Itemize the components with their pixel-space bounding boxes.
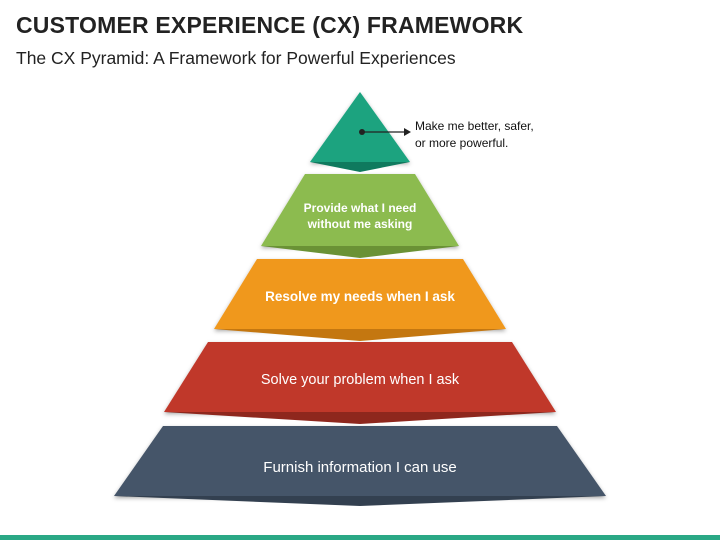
pyramid-level-4 (261, 174, 459, 258)
pyramid-level-3 (214, 259, 506, 341)
pyramid-level-5 (310, 92, 410, 172)
pyramid-level-2-label: Solve your problem when I ask (260, 372, 460, 388)
callout-arrow (359, 128, 411, 136)
pyramid-level-2 (164, 342, 556, 424)
callout-text: Make me better, safer, or more powerful. (415, 118, 565, 153)
pyramid-level-1-label: Furnish information I can use (263, 459, 457, 476)
pyramid-level-3-label: Resolve my needs when I ask (265, 289, 455, 304)
callout-line-2: or more powerful. (415, 136, 509, 151)
page-title: CUSTOMER EXPERIENCE (CX) FRAMEWORK (16, 12, 524, 38)
pyramid-level-4-label: Provide what I need without me asking (303, 201, 417, 232)
pyramid-level-1 (114, 426, 606, 506)
page-subtitle: The CX Pyramid: A Framework for Powerful… (16, 48, 456, 68)
callout-line-1: Make me better, safer, (415, 119, 534, 133)
footer-accent-bar (0, 535, 720, 540)
